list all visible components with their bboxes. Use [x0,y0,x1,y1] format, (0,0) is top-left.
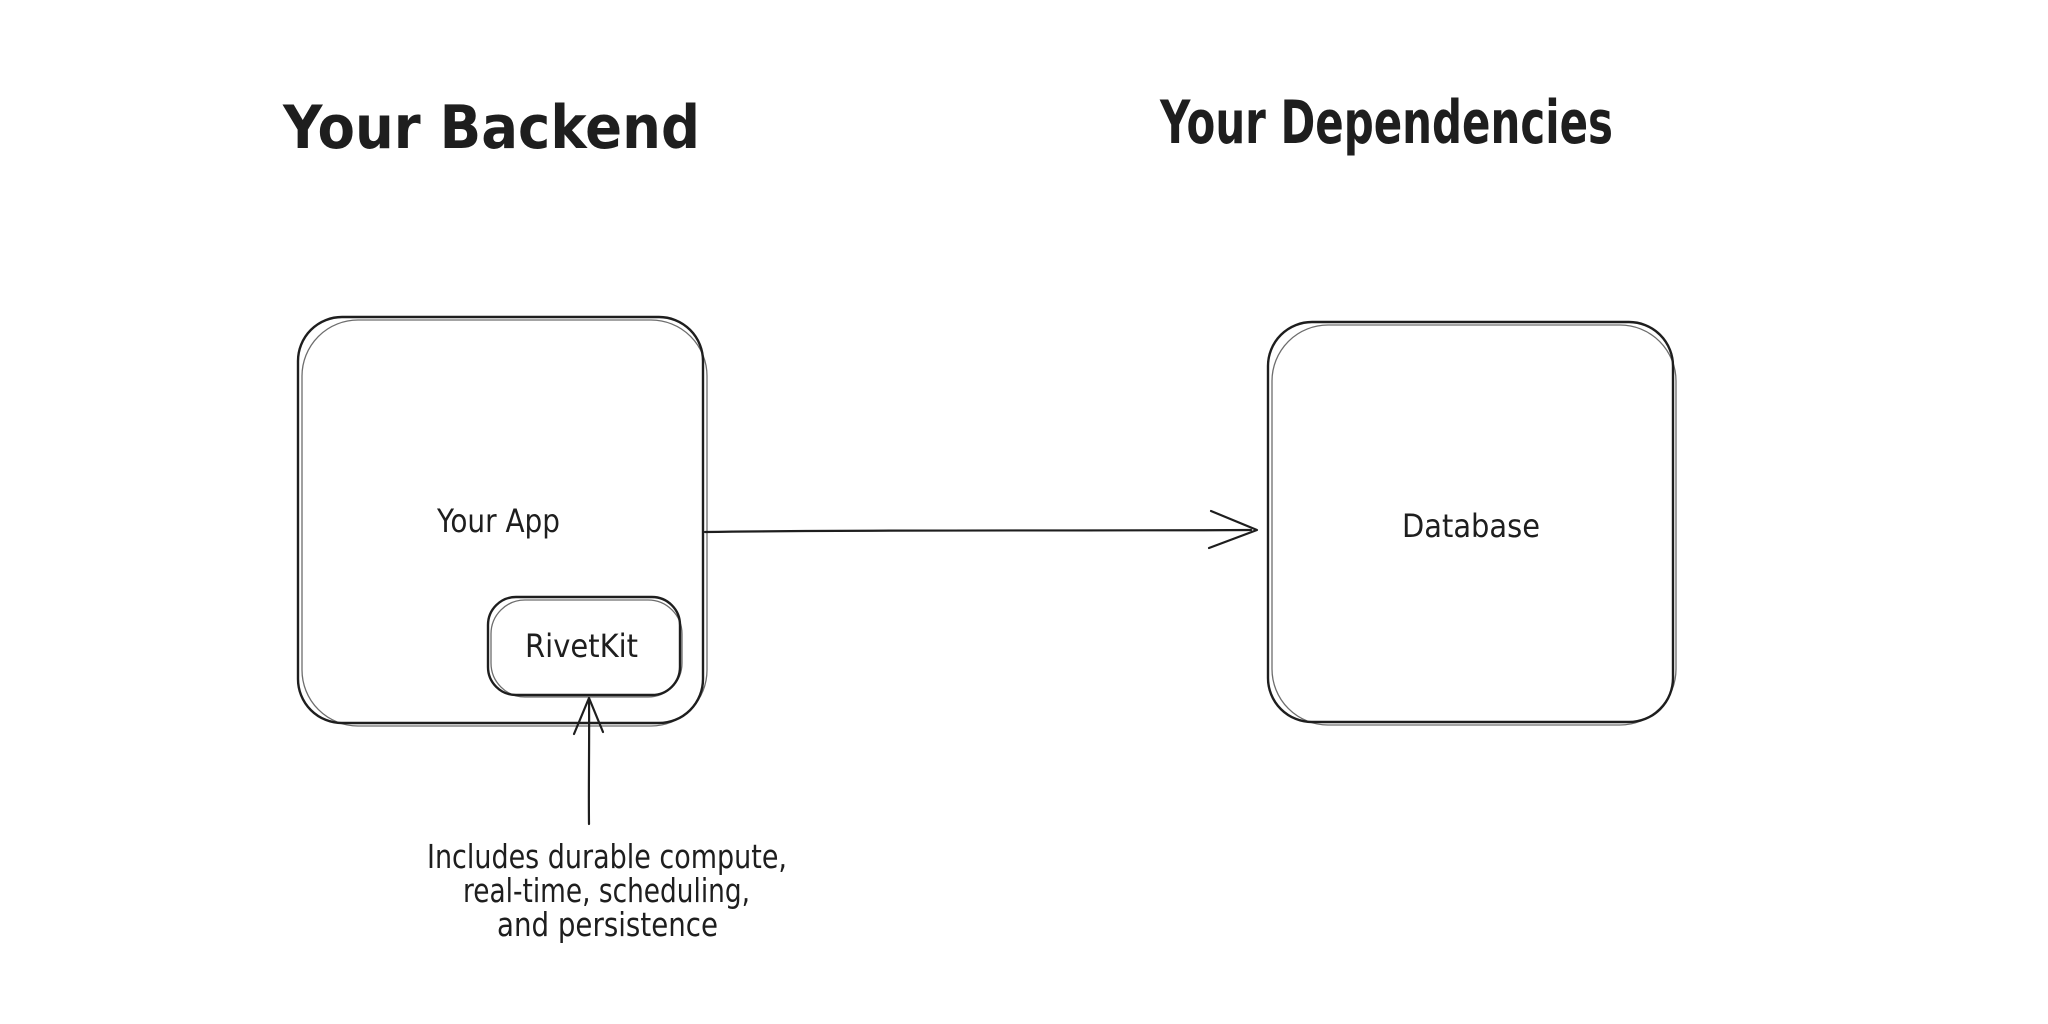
rivetkit-box-outline [486,595,682,697]
your-app-box-outline [296,315,705,725]
database-box-outline [1266,320,1675,724]
your-app-box: Your App [296,315,708,727]
database-box-outline-echo [1271,324,1677,726]
rivetkit-label: RivetKit [525,627,638,665]
arrow-shaft [703,528,1253,534]
arrow-annotation-to-rivetkit [572,696,605,826]
your-app-box-outline-echo [301,319,708,727]
rivetkit-box: RivetKit [486,595,683,698]
arrow-head-up [572,696,605,736]
title-your-dependencies: Your Dependencies [1159,88,1613,158]
annotation-line: Includes durable compute, [427,837,787,876]
annotation-line: real-time, scheduling, [463,871,750,910]
database-label: Database [1402,507,1540,545]
arrow-app-to-database [703,509,1259,550]
annotation-line: and persistence [497,905,718,944]
title-your-backend: Your Backend [282,93,700,163]
rivetkit-box-outline-echo [490,599,683,698]
arrow-head-right [1207,509,1259,550]
annotation-text: Includes durable compute, real-time, sch… [427,837,787,944]
database-box: Database [1266,320,1677,726]
your-app-label: Your App [436,502,560,540]
